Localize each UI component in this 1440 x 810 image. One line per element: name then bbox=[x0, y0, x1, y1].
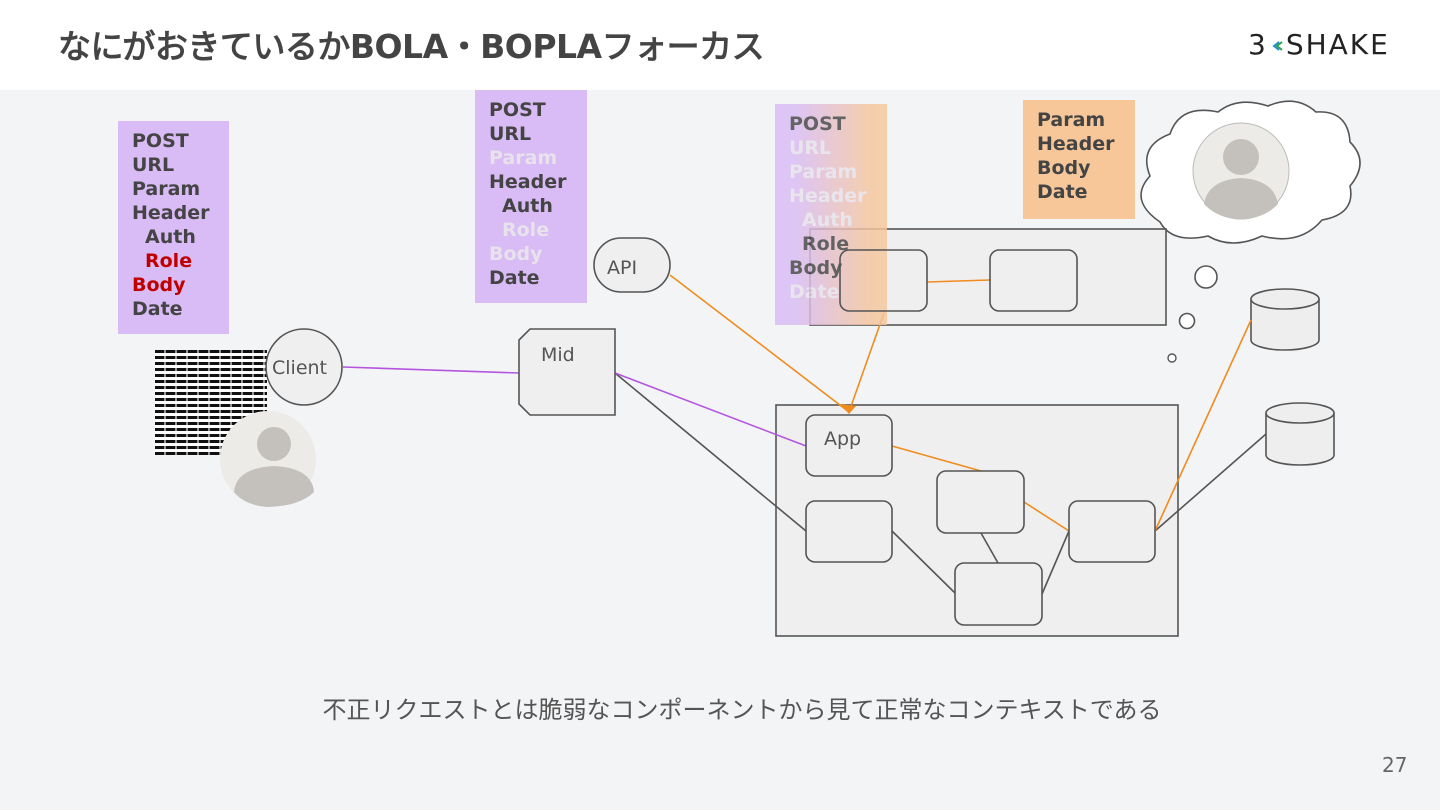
field-auth: Auth bbox=[145, 226, 196, 248]
gray-connectors bbox=[614, 372, 1267, 595]
field-url: URL bbox=[489, 123, 532, 145]
field-date: Date bbox=[489, 267, 540, 289]
double-chevron-icon bbox=[1272, 41, 1283, 51]
client-label: Client bbox=[272, 357, 328, 379]
arrowhead-icon bbox=[840, 404, 856, 414]
field-role: Role bbox=[502, 219, 550, 241]
field-body: Body bbox=[1037, 157, 1091, 179]
database-2 bbox=[1265, 402, 1335, 466]
field-param: Param bbox=[789, 161, 858, 183]
api-view-note: POST URL Param Header Auth Role Body Dat… bbox=[475, 90, 587, 303]
api-node bbox=[593, 237, 671, 293]
field-header: Header bbox=[489, 171, 567, 193]
client-request-note: POST URL Param Header Auth Role Body Dat… bbox=[118, 121, 229, 334]
field-role: Role bbox=[145, 250, 193, 272]
purple-flows bbox=[342, 366, 807, 447]
field-post: POST bbox=[489, 99, 546, 121]
dev-user-avatar bbox=[1192, 122, 1290, 220]
client-user-avatar bbox=[220, 411, 316, 507]
api-label: API bbox=[607, 257, 638, 279]
field-date: Date bbox=[1037, 181, 1088, 203]
field-param: Param bbox=[132, 178, 201, 200]
mid-node bbox=[518, 328, 616, 416]
page-number: 27 bbox=[1382, 753, 1408, 777]
field-header: Header bbox=[1037, 133, 1115, 155]
caption: 不正リクエストとは脆弱なコンポーネントから見て正常なコンテキストである bbox=[322, 696, 1162, 724]
field-role: Role bbox=[802, 233, 850, 255]
field-header: Header bbox=[132, 202, 210, 224]
field-body: Body bbox=[132, 274, 186, 296]
field-body: Body bbox=[489, 243, 543, 265]
page-title: なにがおきているかBOLA・BOPLAフォーカス bbox=[58, 27, 765, 66]
logo-text-right: SHAKE bbox=[1285, 28, 1390, 61]
database-1 bbox=[1250, 288, 1320, 351]
thought-cloud bbox=[1140, 100, 1361, 363]
field-auth: Auth bbox=[502, 195, 553, 217]
field-auth: Auth bbox=[802, 209, 853, 231]
backend-view-note: Param Header Body Date bbox=[1023, 100, 1135, 219]
mid-label: Mid bbox=[541, 344, 575, 366]
logo-text-left: 3 bbox=[1248, 28, 1268, 61]
field-url: URL bbox=[789, 137, 832, 159]
header: なにがおきているかBOLA・BOPLAフォーカス 3 SHAKE bbox=[0, 0, 1440, 90]
app-label: App bbox=[824, 428, 862, 450]
component-boxes bbox=[805, 249, 1156, 626]
app-view-note: POST URL Param Header Auth Role Body Dat… bbox=[775, 104, 887, 325]
field-url: URL bbox=[132, 154, 175, 176]
field-body: Body bbox=[789, 257, 843, 279]
field-param: Param bbox=[1037, 109, 1106, 131]
field-date: Date bbox=[789, 281, 840, 303]
field-param: Param bbox=[489, 147, 558, 169]
field-post: POST bbox=[789, 113, 846, 135]
client-node bbox=[265, 328, 343, 406]
field-post: POST bbox=[132, 130, 189, 152]
logo: 3 SHAKE bbox=[1248, 28, 1390, 61]
orange-flows bbox=[669, 274, 1252, 532]
field-date: Date bbox=[132, 298, 183, 320]
field-header: Header bbox=[789, 185, 867, 207]
